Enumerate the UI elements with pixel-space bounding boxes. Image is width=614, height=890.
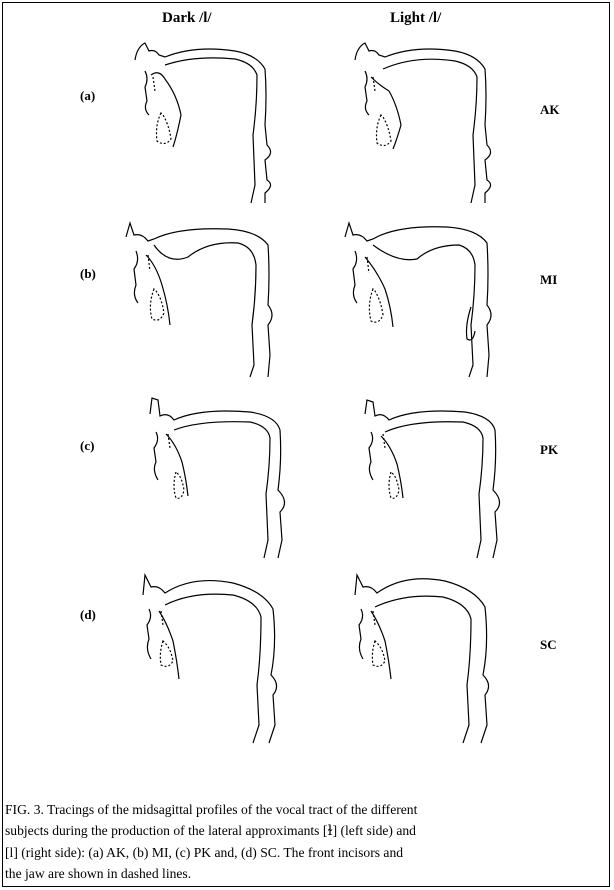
tracing-pk-dark xyxy=(140,390,305,560)
row-label-b: (b) xyxy=(80,266,96,282)
tracing-mi-light xyxy=(337,215,507,380)
row-label-a: (a) xyxy=(80,88,95,104)
caption-line-4: the jaw are shown in dashed lines. xyxy=(5,863,609,884)
tracing-ak-dark xyxy=(125,35,285,205)
tracing-sc-light xyxy=(345,565,510,745)
figure-caption: FIG. 3. Tracings of the midsagittal prof… xyxy=(5,799,609,885)
tracing-mi-dark xyxy=(118,215,288,380)
caption-line-1: FIG. 3. Tracings of the midsagittal prof… xyxy=(5,799,609,820)
caption-line-2: subjects during the production of the la… xyxy=(5,820,609,842)
row-label-d: (d) xyxy=(80,607,96,623)
subject-label-mi: MI xyxy=(540,272,557,288)
subject-label-ak: AK xyxy=(540,102,560,118)
tracing-pk-light xyxy=(355,390,520,560)
caption-line-3: [l] (right side): (a) AK, (b) MI, (c) PK… xyxy=(5,842,609,863)
column-header-light: Light /l/ xyxy=(390,10,441,27)
subject-label-pk: PK xyxy=(540,442,558,458)
row-label-c: (c) xyxy=(80,438,94,454)
tracing-sc-dark xyxy=(133,565,298,745)
subject-label-sc: SC xyxy=(540,637,557,653)
column-header-dark: Dark /l/ xyxy=(162,10,212,27)
tracing-ak-light xyxy=(345,35,505,205)
